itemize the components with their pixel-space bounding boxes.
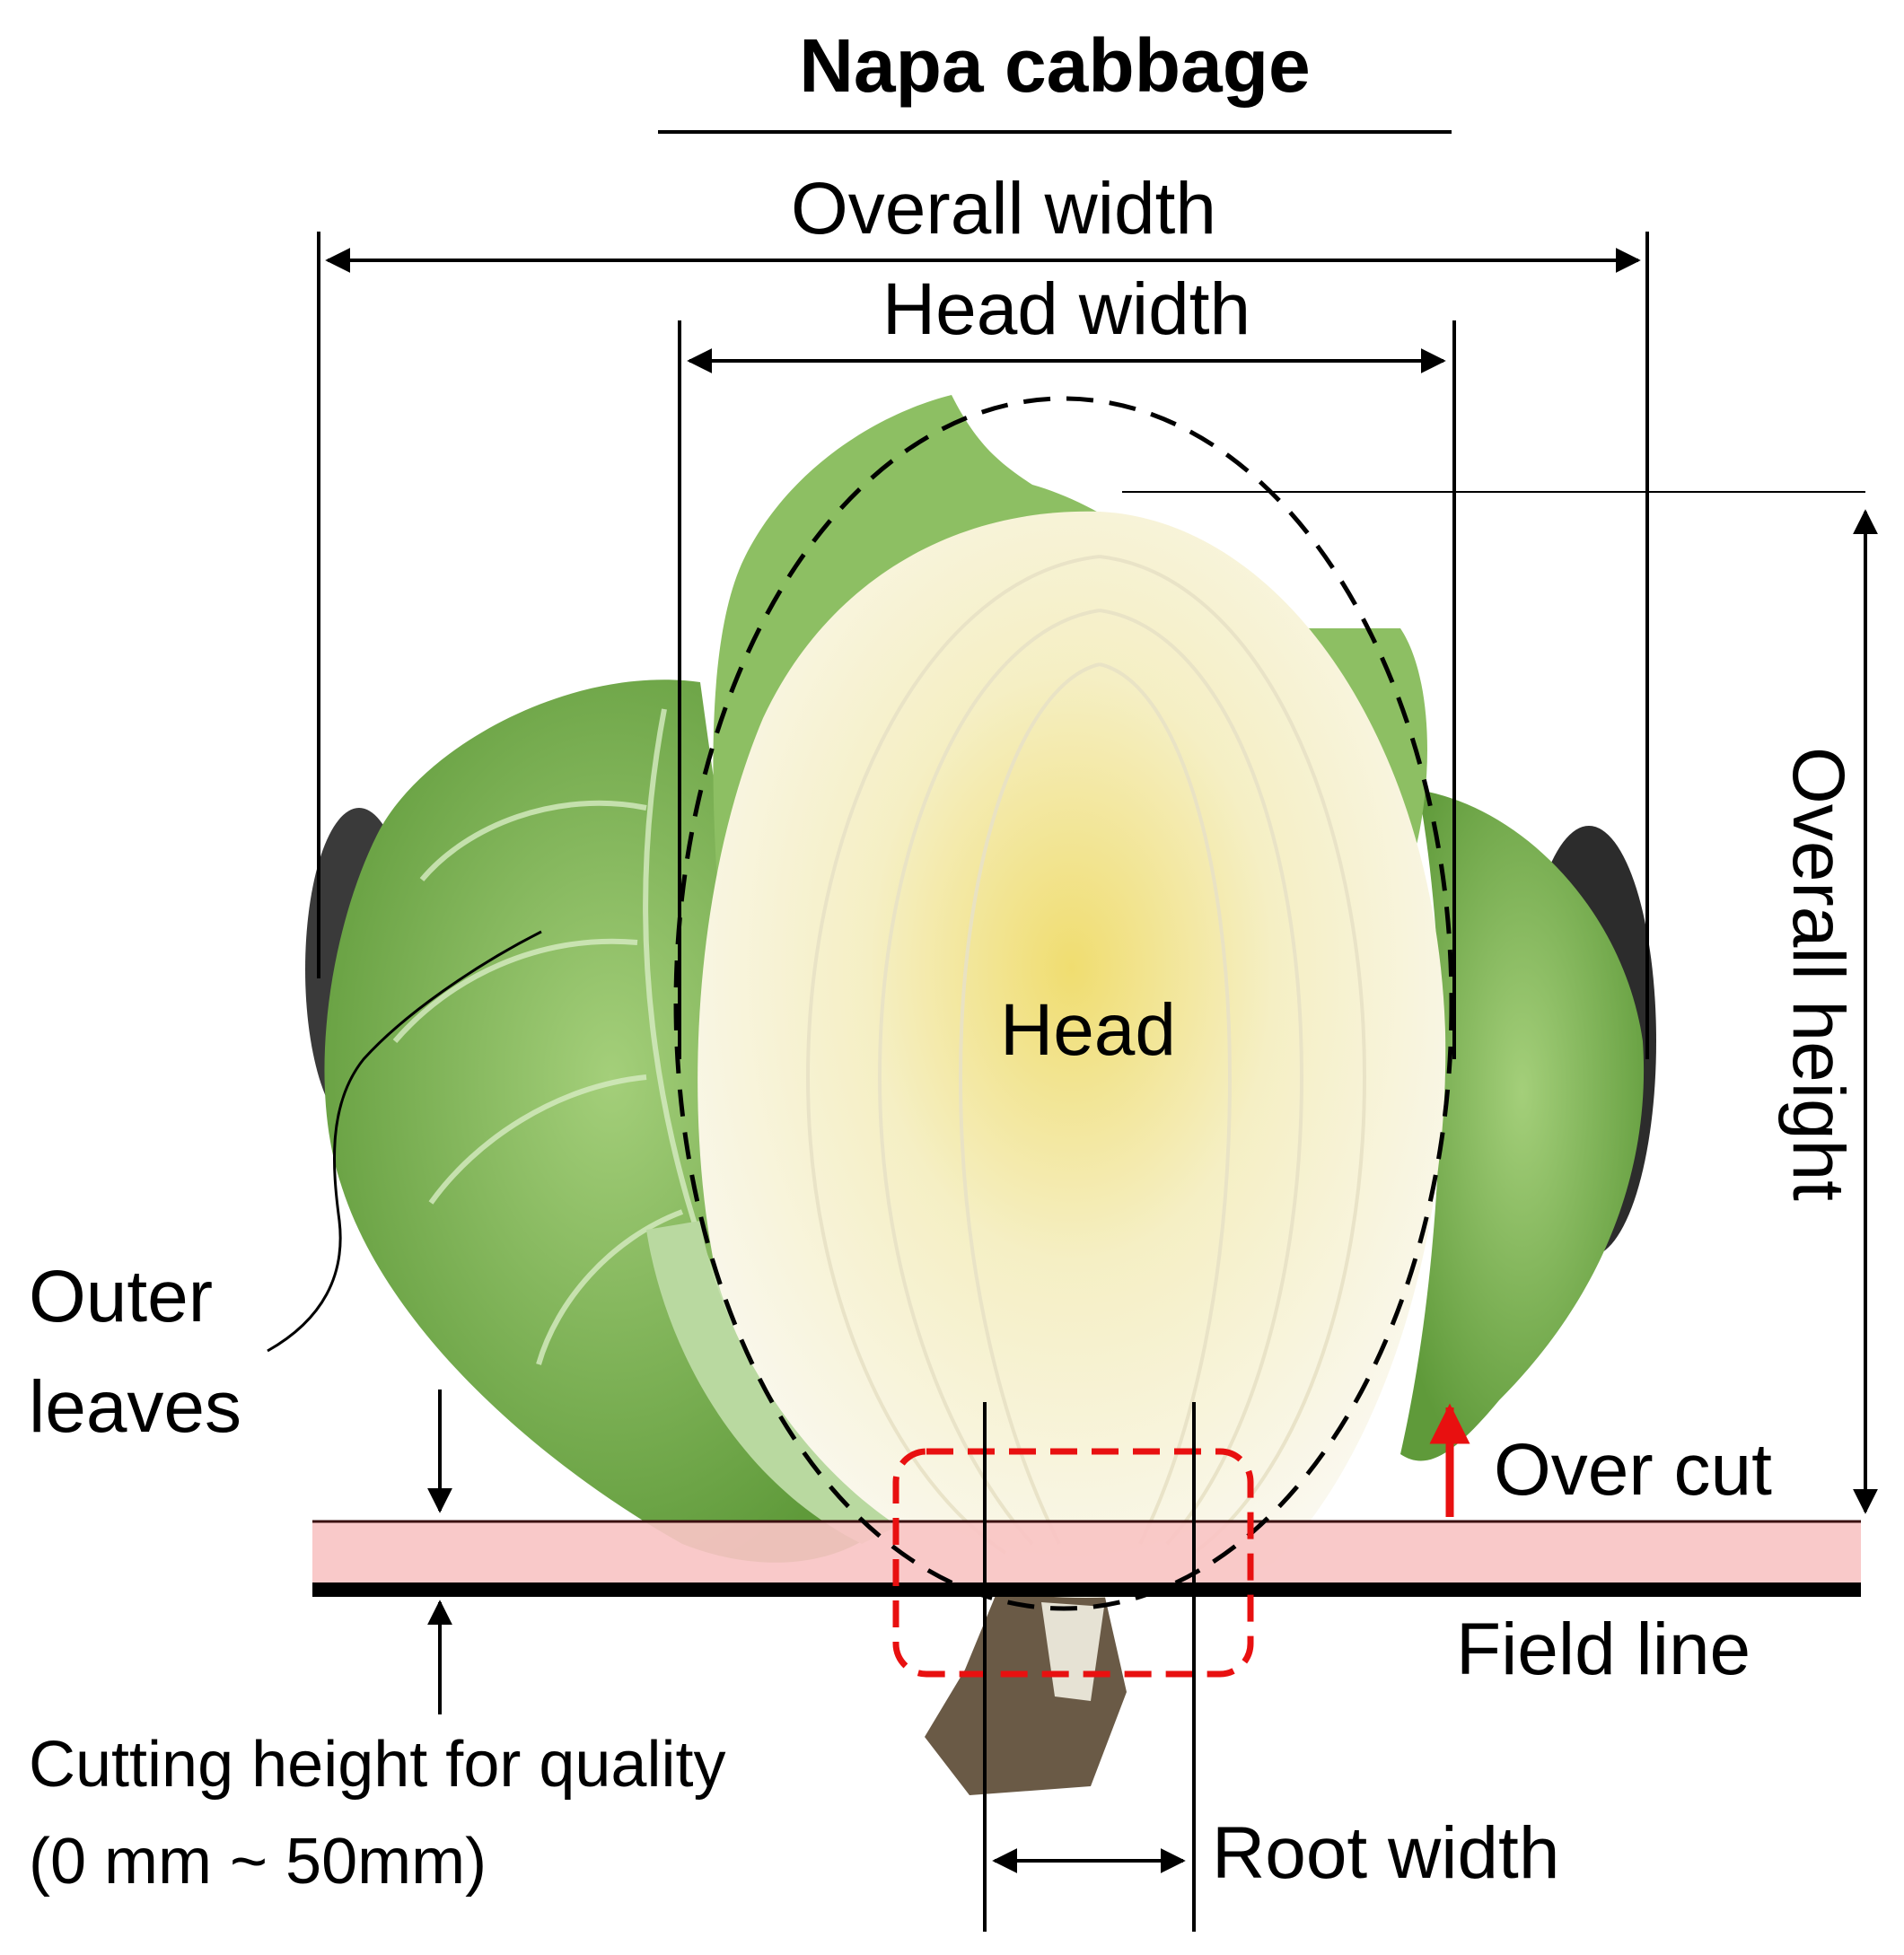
overall-width-label: Overall width xyxy=(791,168,1216,250)
cabbage-illustration xyxy=(305,395,1656,1795)
root-width-label: Root width xyxy=(1212,1812,1559,1894)
outer-leaves-label-line2: leaves xyxy=(29,1366,241,1448)
cutting-height-band xyxy=(312,1521,1861,1586)
head-width-label: Head width xyxy=(882,268,1250,350)
root-highlight-box xyxy=(892,1448,1254,1678)
diagram-title: Napa cabbage xyxy=(799,23,1311,108)
overall-height-label: Overall height xyxy=(1777,747,1859,1201)
outer-leaves-leader xyxy=(267,930,542,1353)
head-label: Head xyxy=(1000,989,1176,1071)
over-cut-label: Over cut xyxy=(1494,1429,1772,1511)
field-line-label: Field line xyxy=(1456,1609,1750,1690)
outer-leaf-right xyxy=(1400,790,1645,1461)
stem-base-left xyxy=(646,1221,898,1544)
cutting-height-label-line2: (0 mm ~ 50mm) xyxy=(29,1826,487,1898)
cutting-height-label-line1: Cutting height for quality xyxy=(29,1729,725,1801)
outer-leaves-label-line1: Outer xyxy=(29,1256,213,1337)
head-outline xyxy=(673,396,1454,1611)
